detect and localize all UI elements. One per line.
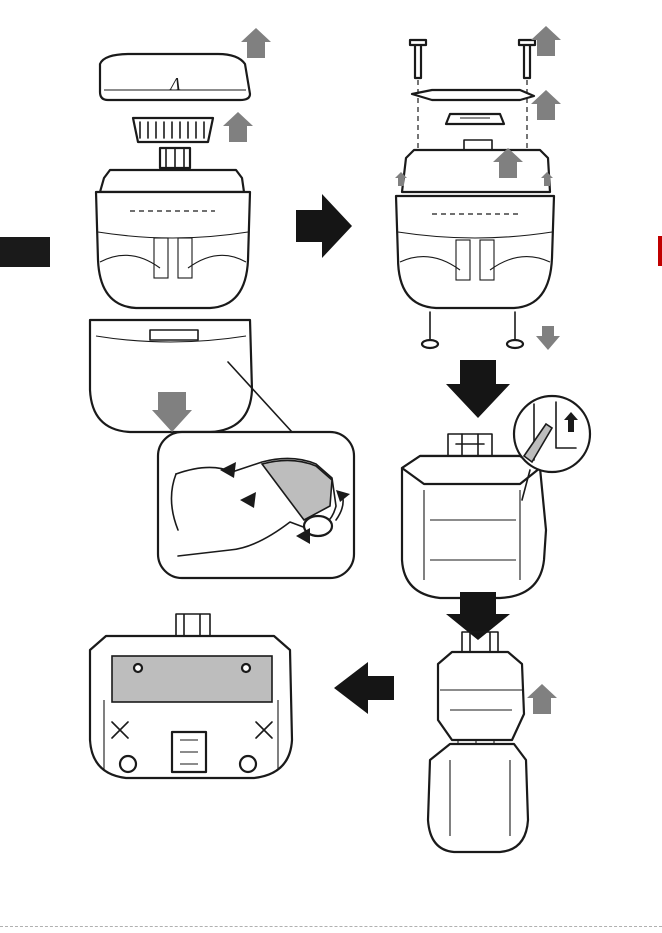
page-trim-line (0, 926, 662, 927)
up-arrow-icon (241, 28, 271, 58)
up-arrow-icon (527, 684, 557, 714)
outer-case (428, 744, 528, 852)
down-arrow-icon (536, 326, 560, 350)
step-remove-bottom-shell (90, 320, 354, 578)
flow-arrow-icon (296, 194, 352, 258)
step-pry-latch (402, 396, 590, 598)
shaver-body (96, 192, 250, 308)
step-cut-wires (90, 614, 292, 778)
section-tab-edge (658, 236, 662, 266)
step-remove-pins-and-screws (395, 26, 561, 350)
step-separate-core (428, 632, 557, 852)
shaver-body-open (396, 196, 554, 308)
up-arrow-icon (531, 90, 561, 120)
inner-core (438, 652, 524, 740)
battery (112, 656, 272, 702)
inner-blade (133, 118, 213, 142)
brand-logo-icon: Λ (168, 74, 181, 94)
flow-arrow-icon (334, 662, 394, 714)
top-plate (412, 90, 534, 100)
latch-detail-circle (514, 396, 590, 472)
up-arrow-icon (223, 112, 253, 142)
step-remove-cover: Λ (96, 28, 271, 308)
flow-arrow-icon (446, 360, 510, 418)
section-tab (0, 237, 50, 267)
